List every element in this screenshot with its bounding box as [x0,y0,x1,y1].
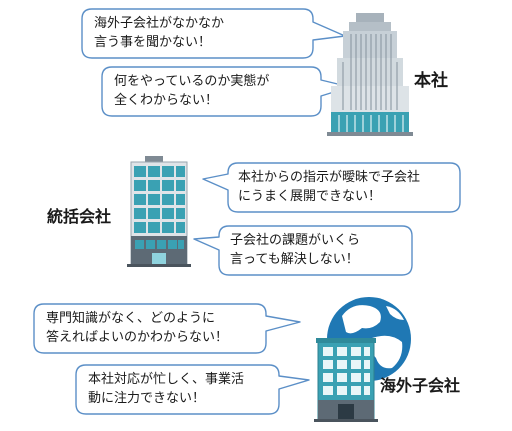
bubble-line: 子会社の課題がいくら [230,233,361,248]
bubble-line: 答えればよいのかわからない！ [46,330,229,345]
label-headquarters: 本社 [414,71,448,91]
bubble-text-hq-2: 何をやっているのか実態が 全くわからない！ [114,72,269,110]
bubble-text-regional-2: 子会社の課題がいくら 言っても解決しない！ [230,231,360,269]
bubble-line: 全くわからない！ [114,93,219,108]
headquarters-building-icon [327,13,413,136]
speech-bubble-hq-2 [101,66,351,117]
bubble-line: 本社からの指示が曖昧で子会社 [238,170,421,185]
bubble-line: にうまく展開できない！ [238,189,382,204]
bubble-text-regional-1: 本社からの指示が曖昧で子会社 にうまく展開できない！ [238,168,420,206]
bubble-line: 本社対応が忙しく、事業活 [88,372,245,387]
bubble-line: 専門知識がなく、どのように [46,311,216,326]
bubble-text-overseas-1: 専門知識がなく、どのように 答えればよいのかわからない！ [46,309,228,347]
bubble-text-hq-1: 海外子会社がなかなか 言う事を聞かない！ [94,14,224,52]
label-overseas-subsidiary: 海外子会社 [380,376,461,395]
speech-bubble-regional-2 [193,225,413,276]
bubble-line: 言っても解決しない！ [230,252,359,267]
speech-bubble-overseas-1 [33,303,301,354]
speech-bubble-hq-1 [81,8,346,59]
label-regional-company: 統括会社 [47,207,112,226]
bubble-line: 動に注力できない！ [88,391,206,406]
bubble-text-overseas-2: 本社対応が忙しく、事業活 動に注力できない！ [88,370,244,408]
speech-bubble-regional-1 [202,162,461,213]
speech-bubble-overseas-2 [75,364,310,415]
bubble-line: 海外子会社がなかなか [94,16,225,31]
overseas-building-icon [314,338,378,422]
bubble-line: 何をやっているのか実態が [114,74,270,89]
bubble-line: 言う事を聞かない！ [94,35,212,50]
regional-building-icon [127,156,191,267]
